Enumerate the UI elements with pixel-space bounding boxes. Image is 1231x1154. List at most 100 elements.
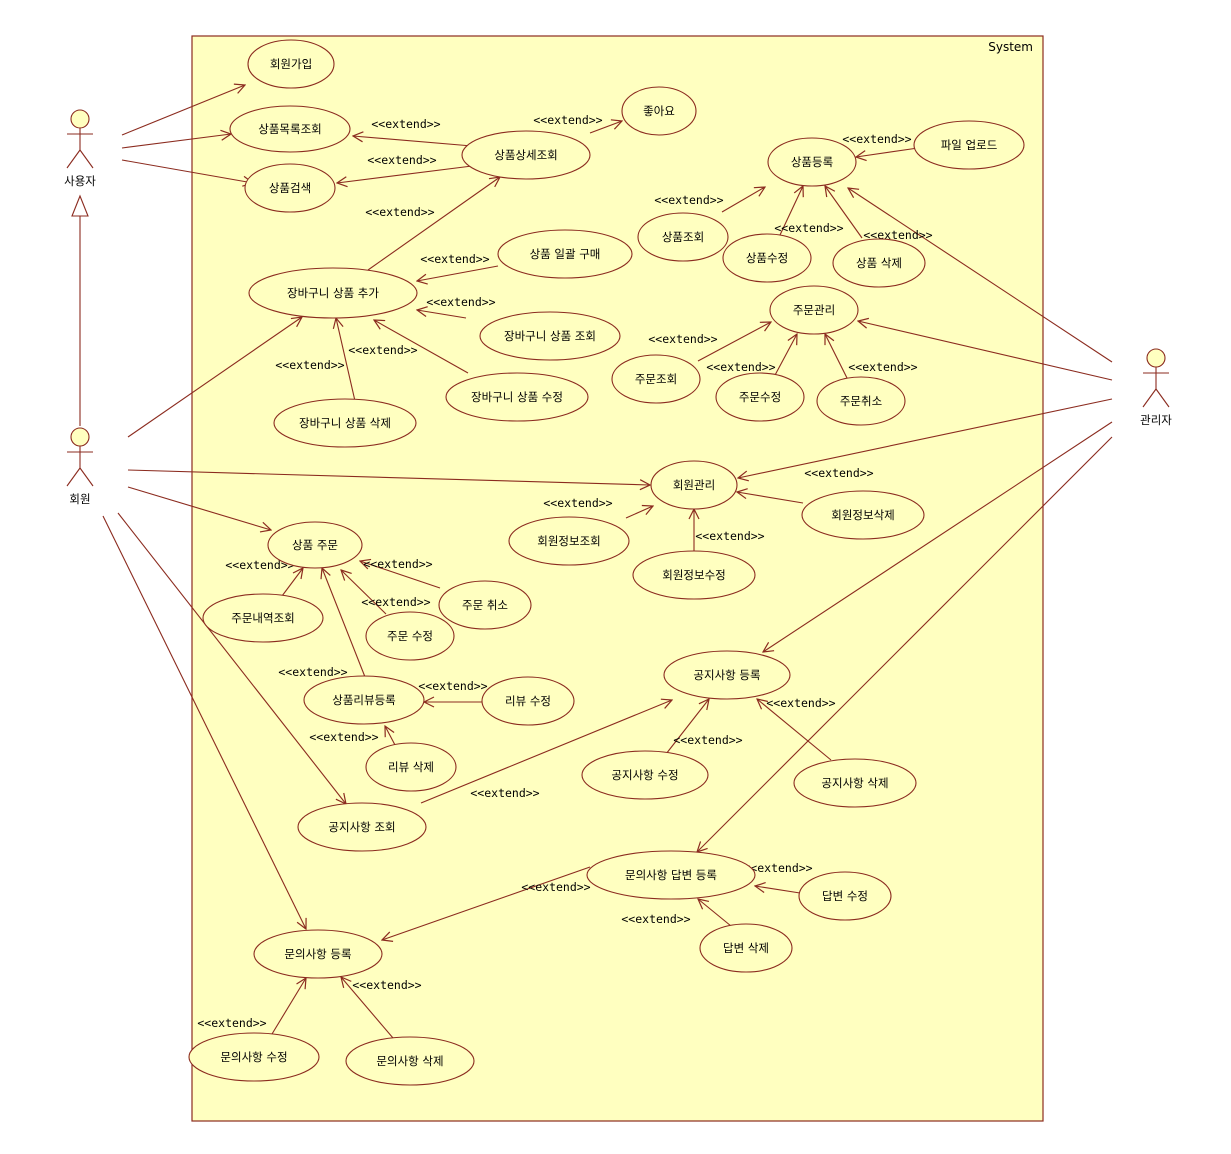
use-case-ocancel[interactable]: 주문취소	[816, 376, 906, 426]
extend-answer-inquiry	[382, 866, 591, 940]
use-case-label: 공지사항 삭제	[821, 776, 888, 790]
extend-ocancel-orders	[825, 334, 849, 381]
association-user-list	[121, 134, 231, 149]
use-case-label: 회원정보수정	[662, 568, 725, 582]
use-case-idel[interactable]: 문의사항 삭제	[345, 1036, 475, 1086]
use-case-rvedit[interactable]: 리뷰 수정	[481, 676, 575, 726]
extend-iedit-inquiry	[271, 978, 306, 1035]
stick-figure-icon	[1142, 348, 1170, 408]
use-case-nedit[interactable]: 공지사항 수정	[581, 750, 709, 800]
use-case-label: 상품 주문	[292, 538, 338, 552]
use-case-order[interactable]: 상품 주문	[267, 521, 363, 569]
use-case-ellipse	[297, 802, 427, 852]
use-case-aedit[interactable]: 답변 수정	[798, 871, 892, 921]
use-case-ndel[interactable]: 공지사항 삭제	[793, 758, 917, 808]
use-case-rvdel[interactable]: 리뷰 삭제	[365, 742, 457, 792]
use-case-ellipse	[508, 516, 630, 566]
use-case-review[interactable]: 상품리뷰등록	[303, 675, 425, 725]
use-case-medit[interactable]: 회원정보수정	[632, 550, 756, 600]
use-case-ellipse	[303, 675, 425, 725]
use-case-ellipse	[248, 267, 418, 319]
use-case-cart[interactable]: 장바구니 상품 추가	[248, 267, 418, 319]
use-case-oview[interactable]: 주문조회	[611, 354, 701, 404]
use-case-cartdel[interactable]: 장바구니 상품 삭제	[273, 398, 417, 448]
extend-label: <<extend>>	[225, 558, 294, 572]
use-case-nview[interactable]: 공지사항 조회	[297, 802, 427, 852]
use-case-label: 장바구니 상품 수정	[471, 390, 563, 404]
use-case-pedit[interactable]: 상품수정	[722, 233, 812, 283]
use-case-ellipse	[229, 105, 351, 153]
use-case-ellipse	[663, 650, 791, 700]
use-case-upload[interactable]: 파일 업로드	[913, 120, 1025, 170]
use-case-ellipse	[832, 238, 926, 288]
use-case-oedit[interactable]: 주문수정	[715, 372, 805, 422]
extend-cartdel-cart	[336, 318, 356, 402]
use-case-pview[interactable]: 상품조회	[637, 212, 729, 262]
use-case-ellipse	[801, 490, 925, 540]
use-case-mdel[interactable]: 회원정보삭제	[801, 490, 925, 540]
extend-label: <<extend>>	[654, 193, 723, 207]
use-case-pdel[interactable]: 상품 삭제	[832, 238, 926, 288]
extend-label: <<extend>>	[774, 221, 843, 235]
use-case-search[interactable]: 상품검색	[244, 163, 336, 213]
use-case-ellipse	[438, 580, 532, 630]
use-case-ocx[interactable]: 주문 취소	[438, 580, 532, 630]
use-case-answer[interactable]: 문의사항 답변 등록	[586, 850, 756, 900]
system-label: System	[988, 40, 1033, 54]
actor-admin[interactable]: 관리자	[1140, 348, 1172, 427]
extend-oedit-orders	[773, 334, 797, 378]
extend-label: <<extend>>	[673, 733, 742, 747]
use-case-ellipse	[767, 137, 857, 187]
extend-label: <<extend>>	[706, 360, 775, 374]
use-case-ellipse	[913, 120, 1025, 170]
use-case-notice[interactable]: 공지사항 등록	[663, 650, 791, 700]
extend-aedit-answer	[755, 886, 801, 894]
use-case-label: 파일 업로드	[941, 138, 998, 152]
extend-review-order	[322, 568, 368, 683]
use-case-label: 장바구니 상품 조회	[504, 329, 596, 343]
use-case-reg[interactable]: 상품등록	[767, 137, 857, 187]
use-case-inquiry[interactable]: 문의사항 등록	[253, 929, 383, 979]
use-case-label: 상품목록조회	[258, 122, 321, 136]
use-case-ellipse	[345, 1036, 475, 1086]
extend-label: <<extend>>	[804, 466, 873, 480]
use-case-ohist[interactable]: 주문내역조회	[202, 593, 324, 643]
use-case-label: 회원관리	[673, 478, 715, 492]
extend-label: <<extend>>	[842, 132, 911, 146]
use-case-mem[interactable]: 회원관리	[650, 460, 738, 510]
use-case-cartview[interactable]: 장바구니 상품 조회	[479, 311, 621, 361]
use-case-omod[interactable]: 주문 수정	[365, 611, 455, 661]
use-case-ellipse	[267, 521, 363, 569]
use-case-minfo[interactable]: 회원정보조회	[508, 516, 630, 566]
extend-nedit-notice	[665, 699, 709, 755]
association-member-inquiry	[102, 515, 306, 929]
use-case-signup[interactable]: 회원가입	[247, 39, 335, 89]
use-case-iedit[interactable]: 문의사항 수정	[188, 1032, 320, 1082]
use-case-ellipse	[481, 676, 575, 726]
use-case-adel[interactable]: 답변 삭제	[699, 923, 793, 973]
use-case-label: 주문내역조회	[231, 611, 294, 625]
actor-user[interactable]: 사용자	[64, 109, 96, 188]
use-case-list[interactable]: 상품목록조회	[229, 105, 351, 153]
extend-detail-list	[353, 136, 473, 147]
extend-label: <<extend>>	[766, 696, 835, 710]
extend-cart-detail	[367, 177, 500, 271]
use-case-ellipse	[715, 372, 805, 422]
use-case-label: 상품조회	[662, 230, 704, 244]
use-case-cartedit[interactable]: 장바구니 상품 수정	[445, 372, 589, 422]
association-admin-reg	[848, 188, 1113, 363]
use-case-ellipse	[244, 163, 336, 213]
use-case-bulk[interactable]: 상품 일괄 구매	[497, 229, 633, 279]
use-case-label: 주문관리	[793, 303, 835, 317]
use-case-orders[interactable]: 주문관리	[769, 285, 859, 335]
use-case-detail[interactable]: 상품상세조회	[461, 130, 591, 180]
use-case-label: 주문 수정	[387, 629, 433, 643]
use-case-label: 주문취소	[840, 394, 882, 408]
use-case-label: 장바구니 상품 추가	[287, 286, 379, 300]
extend-label: <<extend>>	[470, 786, 539, 800]
use-case-ellipse	[611, 354, 701, 404]
extend-label: <<extend>>	[197, 1016, 266, 1030]
use-case-like[interactable]: 좋아요	[621, 86, 697, 136]
use-case-ellipse	[253, 929, 383, 979]
actor-member[interactable]: 회원	[66, 427, 94, 506]
